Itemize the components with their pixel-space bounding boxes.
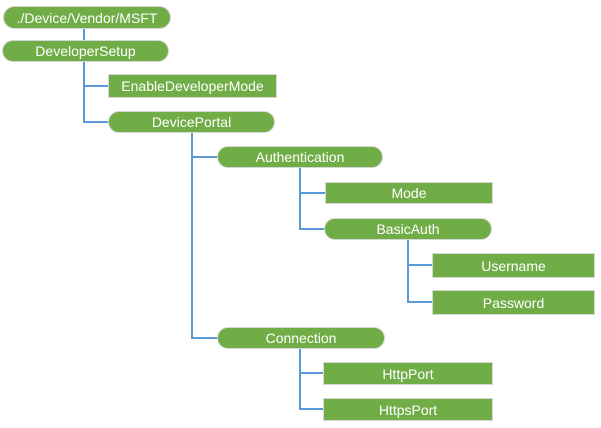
tree-node-mode: Mode xyxy=(325,182,493,204)
connector-to-httpsport xyxy=(299,408,323,410)
connector-to-username xyxy=(407,264,432,266)
tree-node-https-port: HttpsPort xyxy=(323,398,493,421)
tree-node-basic-auth: BasicAuth xyxy=(324,218,492,240)
connector-developersetup-trunk xyxy=(83,62,85,123)
tree-node-authentication: Authentication xyxy=(217,146,383,168)
tree-node-root: ./Device/Vendor/MSFT xyxy=(3,6,171,29)
connector-root-to-developersetup xyxy=(83,29,85,40)
connector-connection-trunk xyxy=(299,349,301,410)
connector-deviceportal-trunk xyxy=(191,133,193,339)
connector-basicauth-trunk xyxy=(407,240,409,303)
tree-node-enable-developer-mode: EnableDeveloperMode xyxy=(108,74,277,98)
connector-to-authentication xyxy=(191,156,217,158)
connector-to-httpport xyxy=(299,372,323,374)
connector-to-deviceportal xyxy=(83,121,108,123)
tree-node-password: Password xyxy=(432,290,595,315)
tree-node-developer-setup: DeveloperSetup xyxy=(2,40,169,62)
tree-node-username: Username xyxy=(432,253,595,278)
connector-authentication-trunk xyxy=(299,168,301,230)
tree-node-connection: Connection xyxy=(217,327,385,349)
tree-node-http-port: HttpPort xyxy=(323,362,493,385)
connector-to-connection xyxy=(191,337,217,339)
connector-to-password xyxy=(407,301,432,303)
connector-to-basicauth xyxy=(299,228,324,230)
connector-to-mode xyxy=(299,192,325,194)
connector-to-enabledevelopermode xyxy=(83,85,108,87)
tree-node-device-portal: DevicePortal xyxy=(108,111,275,133)
